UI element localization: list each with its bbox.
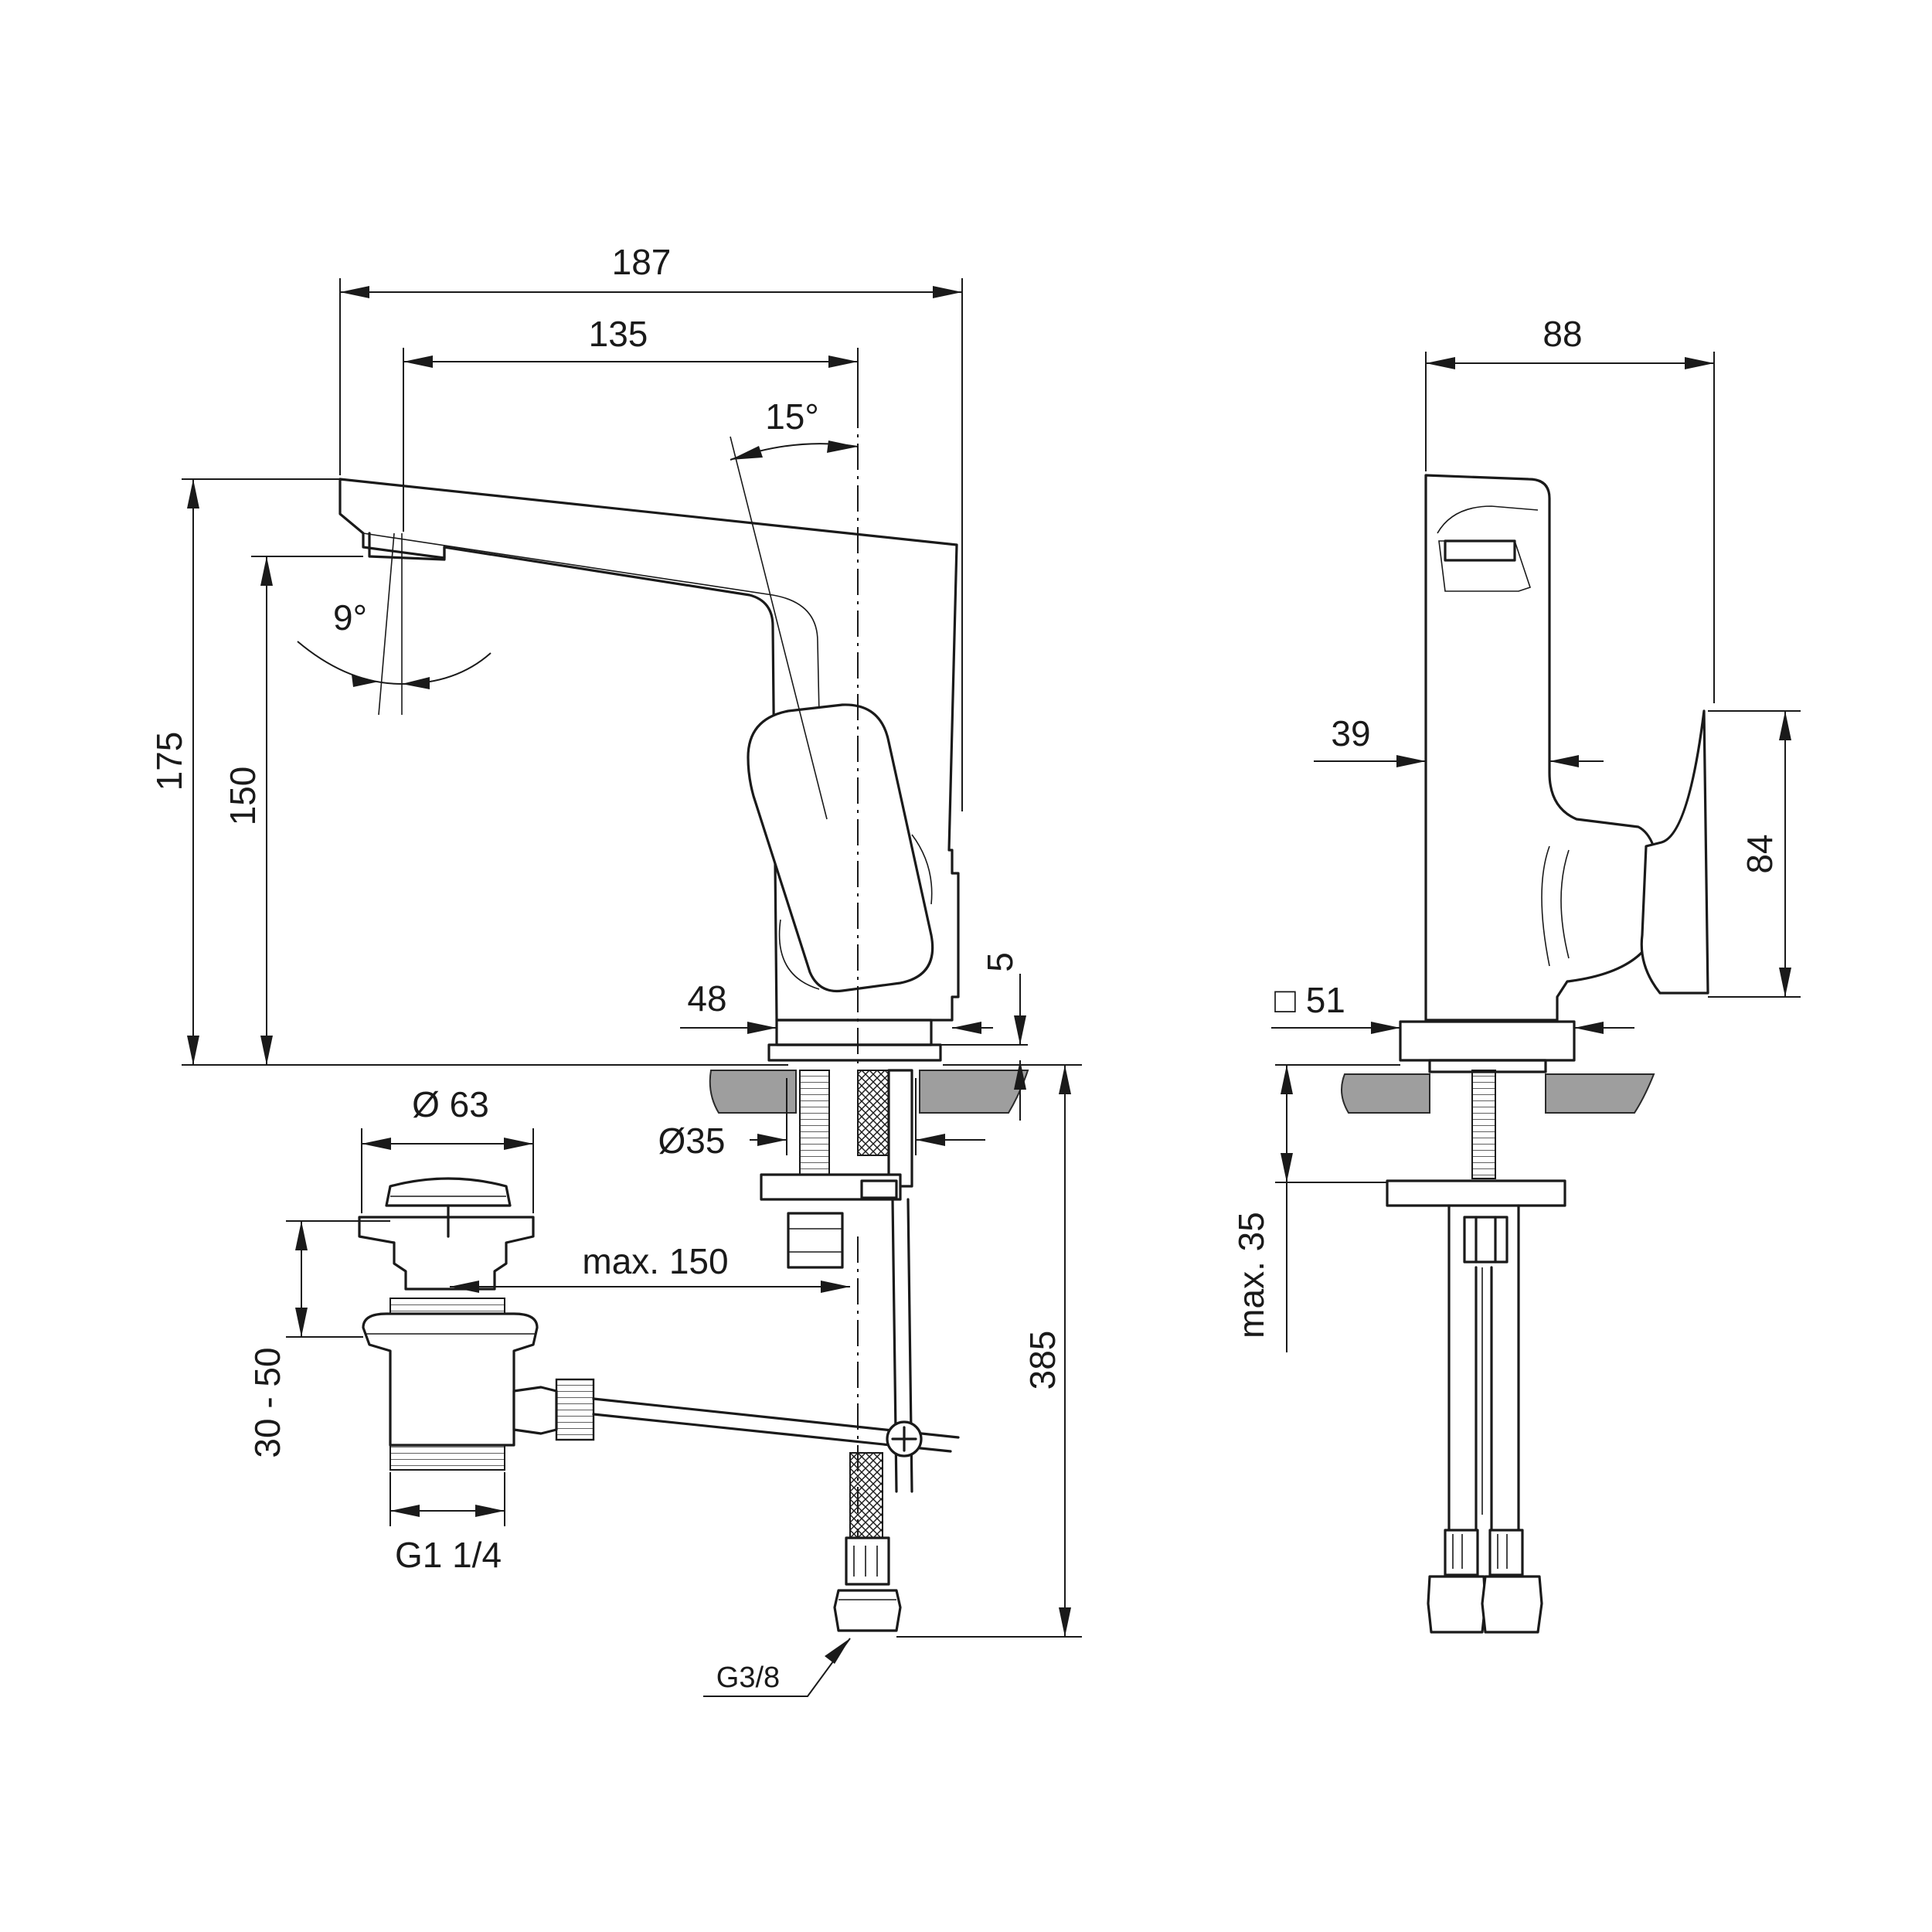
dim-spout-reach: 135	[589, 314, 648, 354]
dimension-lines	[182, 278, 1801, 1697]
dim-side-offset: 39	[1331, 713, 1370, 753]
pop-up-waste	[358, 1177, 960, 1471]
side-view-mixer	[1341, 474, 1709, 1634]
front-view-mixer	[338, 436, 960, 1062]
dim-base-square: □ 51	[1274, 980, 1345, 1020]
dim-overall-length: 187	[612, 242, 672, 282]
dim-deck-thickness: max. 35	[1231, 1212, 1271, 1338]
dim-supply-length: 385	[1022, 1331, 1063, 1390]
dim-overall-height: 175	[149, 732, 189, 791]
dim-lever-height: 84	[1740, 834, 1780, 873]
dim-waste-offset: max. 150	[582, 1241, 728, 1281]
dim-handle-angle: 15°	[765, 396, 819, 437]
dim-spout-height: 150	[223, 767, 263, 826]
dim-supply-thread: G3/8	[716, 1662, 780, 1694]
dim-base-plate-thickness: 5	[980, 952, 1020, 972]
dim-waste-thread: G1 1/4	[395, 1535, 502, 1575]
dim-side-width: 88	[1543, 314, 1582, 354]
dim-pipe-diameter: Ø35	[658, 1121, 726, 1161]
dimension-labels: 187 135 15° 9° 175 150 48 5 Ø35 Ø 63 max…	[149, 242, 1780, 1694]
dim-waste-diameter: Ø 63	[412, 1084, 489, 1124]
dim-spout-angle: 9°	[333, 597, 367, 638]
dim-base-width: 48	[687, 978, 726, 1019]
countertop-section-front	[709, 1070, 1029, 1114]
dim-waste-adjust: 30 - 50	[247, 1347, 287, 1458]
under-counter-front	[760, 1069, 913, 1632]
